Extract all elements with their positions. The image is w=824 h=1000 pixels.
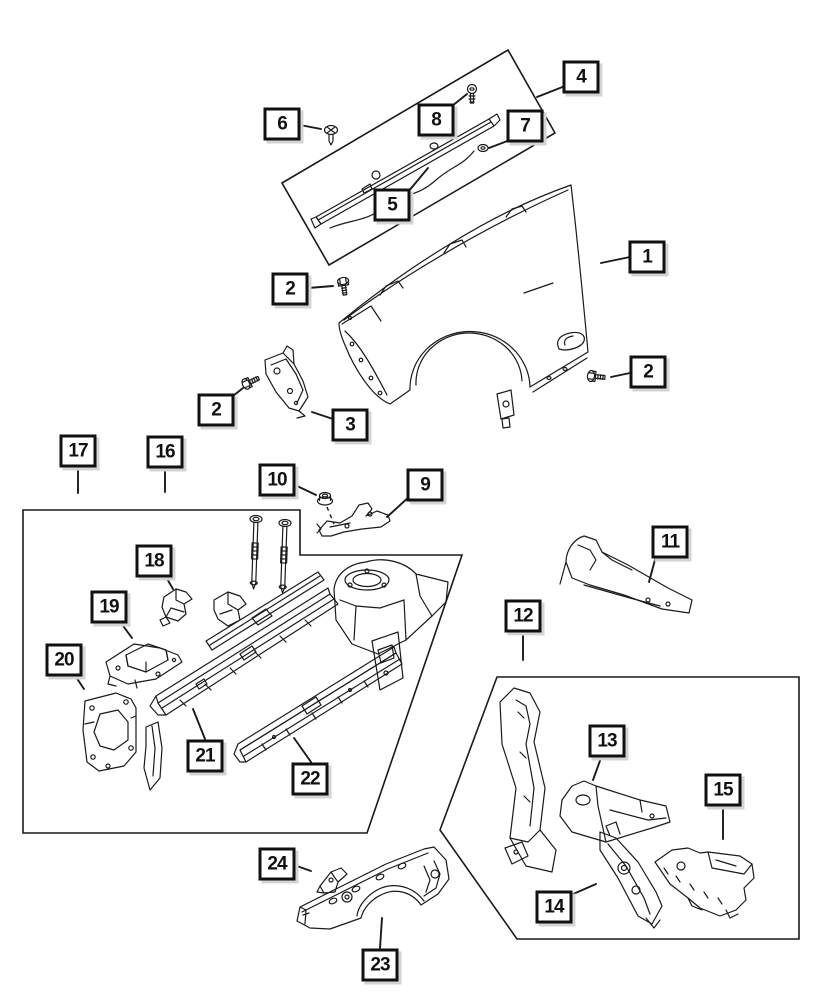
screw-icon [468, 85, 477, 104]
callout-box-18[interactable]: 18 [135, 544, 173, 578]
callout-box-13[interactable]: 13 [588, 724, 626, 758]
callout-box-20[interactable]: 20 [45, 643, 83, 677]
bracket-19-drawing [106, 644, 182, 688]
leader-line-2 [233, 388, 243, 396]
callout-box-17[interactable]: 17 [59, 434, 97, 468]
callout-box-3[interactable]: 3 [331, 408, 369, 442]
leader-line-3 [312, 412, 333, 419]
panel-14-drawing [600, 822, 662, 928]
callout-box-9[interactable]: 9 [406, 468, 444, 502]
leader-line-6 [300, 125, 321, 129]
leader-line-10 [295, 485, 316, 495]
callout-box-1[interactable]: 1 [628, 240, 666, 274]
callout-box-5[interactable]: 5 [373, 188, 411, 222]
leader-line-9 [387, 496, 410, 517]
leader-line-13 [593, 758, 601, 780]
callout-box-8[interactable]: 8 [417, 103, 455, 137]
callout-box-19[interactable]: 19 [90, 590, 128, 624]
alignment-dash-line [327, 507, 334, 524]
bracket-18-drawing [160, 589, 246, 626]
leader-line-14 [571, 884, 596, 895]
leader-lines [76, 86, 723, 948]
leader-line-19 [121, 623, 132, 638]
leader-line-1 [601, 257, 630, 263]
callout-box-14[interactable]: 14 [535, 890, 573, 924]
callout-box-4[interactable]: 4 [562, 60, 600, 94]
grommet-icon [478, 145, 488, 152]
callout-box-12[interactable]: 12 [504, 599, 542, 633]
callout-box-2-6[interactable]: 2 [271, 272, 309, 306]
fender-drawing [339, 185, 588, 428]
callout-box-7[interactable]: 7 [506, 109, 544, 143]
cowl-strip-enclosure [282, 50, 555, 265]
nut-icon [318, 493, 333, 506]
fender-bracket-drawing [265, 346, 308, 418]
callout-box-24[interactable]: 24 [258, 847, 296, 881]
callout-box-6[interactable]: 6 [263, 107, 301, 141]
bracket-13-drawing [560, 781, 670, 842]
frame-rail-enclosure [23, 510, 462, 833]
leader-line-4 [537, 86, 565, 97]
leader-line-20 [76, 677, 84, 689]
callout-box-10[interactable]: 10 [258, 463, 296, 497]
rail-21-drawing [150, 572, 338, 715]
rail-22-drawing [234, 632, 403, 762]
callout-box-23[interactable]: 23 [361, 948, 399, 982]
callout-box-16[interactable]: 16 [146, 435, 184, 469]
push-pin-icon [325, 126, 338, 146]
bracket-24-drawing [317, 868, 347, 893]
leader-line-11 [649, 556, 656, 582]
leader-line-18 [166, 577, 173, 589]
plate-20-drawing [83, 693, 162, 790]
leader-line-5 [408, 168, 428, 192]
leader-line-24 [294, 865, 311, 871]
cowl-link-drawing [317, 503, 390, 536]
callout-box-2-7[interactable]: 2 [629, 355, 667, 389]
support-bracket-drawing [560, 536, 692, 613]
callout-box-11[interactable]: 11 [651, 525, 689, 559]
strut-tower-drawing [334, 560, 448, 654]
callout-box-22[interactable]: 22 [291, 762, 329, 796]
leader-line-8 [452, 94, 467, 106]
bracket-15-drawing [655, 848, 754, 918]
wheelhouse-drawing [297, 847, 449, 929]
cowl-side-panel-drawing [500, 688, 556, 872]
leader-line-21 [193, 709, 205, 739]
leader-line-2 [611, 373, 630, 377]
leader-line-2 [308, 286, 333, 288]
callout-box-21[interactable]: 21 [186, 739, 224, 773]
apron-enclosure [440, 677, 799, 939]
callout-box-2-8[interactable]: 2 [197, 393, 235, 427]
callout-box-15[interactable]: 15 [704, 773, 742, 807]
leader-line-23 [380, 918, 382, 948]
leader-line-22 [294, 738, 311, 762]
